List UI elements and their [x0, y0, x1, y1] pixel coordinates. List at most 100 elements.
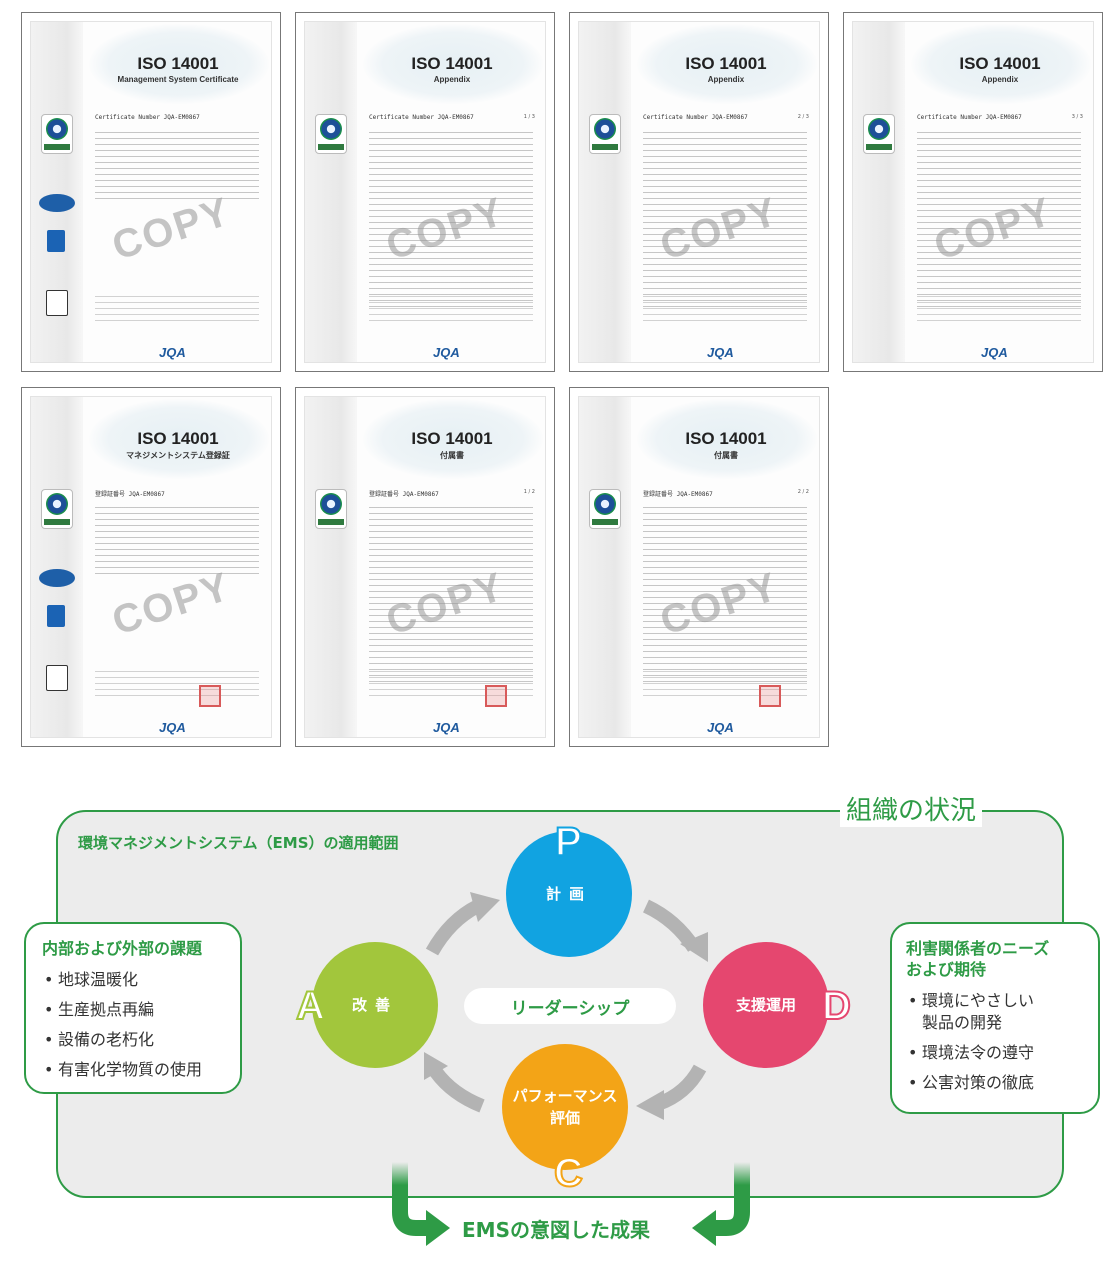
certificate-subtitle: 付属書 [714, 451, 738, 460]
arrow-check-to-act [430, 1067, 485, 1113]
jqa-logo: JQA [433, 345, 460, 360]
globe-watermark-icon [363, 399, 543, 479]
globe-watermark-icon [911, 24, 1091, 104]
certificate-number: Certificate Number JQA-EM0867 [643, 114, 748, 121]
list-item: 有害化学物質の使用 [42, 1059, 224, 1081]
jqa-logo: JQA [159, 345, 186, 360]
certificate-subtitle: 付属書 [440, 451, 464, 460]
list-item: 環境法令の遵守 [906, 1042, 1084, 1064]
internal-issues-heading: 内部および外部の課題 [42, 939, 203, 958]
certification-mark-icon [46, 665, 68, 691]
certificate-sidebar [305, 22, 357, 362]
jqa-logo: JQA [707, 720, 734, 735]
certificate-body-text [95, 132, 259, 202]
certificate-subtitle: Appendix [981, 75, 1019, 84]
certificate-subtitle: Appendix [707, 75, 745, 84]
leadership-label: リーダーシップ [464, 988, 676, 1024]
certificate-sidebar [579, 22, 631, 362]
certificate-subtitle: Management System Certificate [117, 75, 239, 84]
certificate-number: 登録証番号 JQA-EM0867 [643, 491, 713, 498]
jqa-badge-icon [589, 114, 621, 154]
jqa-badge-icon [863, 114, 895, 154]
check-circle: パフォーマンス評価 [502, 1044, 628, 1170]
arrow-head [680, 932, 708, 962]
certificate-page-number: 2 / 2 [797, 489, 809, 495]
globe-watermark-icon [363, 24, 543, 104]
certificate-body-text [369, 132, 533, 312]
certificate-sidebar [305, 397, 357, 737]
context-label: 組織の状況 [840, 790, 983, 827]
do-circle: 支援運用 [703, 942, 829, 1068]
certificate-title: ISO 14001 [685, 54, 767, 73]
certificate-page-number: 1 / 2 [523, 489, 535, 495]
ems-outcome-label: EMSの意図した成果 [462, 1218, 650, 1242]
jqa-badge-icon [589, 489, 621, 529]
accreditation-icon [47, 605, 65, 627]
check-label-1: パフォーマンス [512, 1087, 618, 1105]
plan-letter: P [554, 820, 583, 864]
certificate-subtitle: Appendix [433, 75, 471, 84]
certification-mark-icon [46, 290, 68, 316]
certificate-signature-block [643, 296, 807, 322]
iaf-logo-icon [39, 194, 75, 212]
list-item: 公害対策の徹底 [906, 1072, 1084, 1094]
certificate-signature-block [95, 671, 259, 697]
list-item-line: 製品の開発 [922, 1013, 1003, 1032]
internal-external-issues-box: 内部および外部の課題 地球温暖化 生産拠点再編 設備の老朽化 有害化学物質の使用 [24, 922, 242, 1094]
certificate-title: ISO 14001 [959, 54, 1041, 73]
outcome-arrow-left [392, 1162, 428, 1236]
certificate-number: Certificate Number JQA-EM0867 [917, 114, 1022, 121]
list-item: 設備の老朽化 [42, 1029, 224, 1051]
act-circle: 改善 [312, 942, 438, 1068]
jqa-logo: JQA [159, 720, 186, 735]
globe-watermark-icon [89, 24, 269, 104]
certificate-number: Certificate Number JQA-EM0867 [95, 114, 200, 121]
stakeholder-heading-1: 利害関係者のニーズ [906, 939, 1050, 958]
outcome-arrow-head [426, 1210, 450, 1246]
check-letter: C [553, 1151, 584, 1195]
ems-scope-label: 環境マネジメントシステム（EMS）の適用範囲 [78, 834, 399, 852]
jqa-badge-icon [315, 114, 347, 154]
certificate-sidebar [31, 22, 83, 362]
seal-stamp-icon [199, 685, 221, 707]
arrow-head [424, 1052, 448, 1080]
certificate-title: ISO 14001 [685, 429, 767, 448]
do-letter: D [821, 984, 852, 1028]
act-label: 改善 [351, 996, 398, 1014]
certificate-sidebar [579, 397, 631, 737]
certificate-subtitle: マネジメントシステム登録証 [126, 451, 230, 460]
certificate-number: 登録証番号 JQA-EM0867 [95, 491, 165, 498]
certificate-title: ISO 14001 [137, 429, 219, 448]
certificate-title: ISO 14001 [137, 54, 219, 73]
globe-watermark-icon [637, 24, 817, 104]
do-label: 支援運用 [735, 996, 796, 1014]
certificate-body-text [369, 507, 533, 687]
jqa-logo: JQA [707, 345, 734, 360]
outcome-arrow-head [692, 1210, 716, 1246]
certificate-page-number: 3 / 3 [1071, 114, 1083, 120]
certificate-number: Certificate Number JQA-EM0867 [369, 114, 474, 121]
arrow-do-to-check [655, 1064, 707, 1111]
certificate-title: ISO 14001 [411, 54, 493, 73]
list-item: 生産拠点再編 [42, 999, 224, 1021]
arrow-act-to-plan [425, 899, 482, 956]
jqa-badge-icon [315, 489, 347, 529]
check-label-2: 評価 [549, 1109, 580, 1127]
certificate-body-text [643, 132, 807, 312]
certificate-title: ISO 14001 [411, 429, 493, 448]
iaf-logo-icon [39, 569, 75, 587]
